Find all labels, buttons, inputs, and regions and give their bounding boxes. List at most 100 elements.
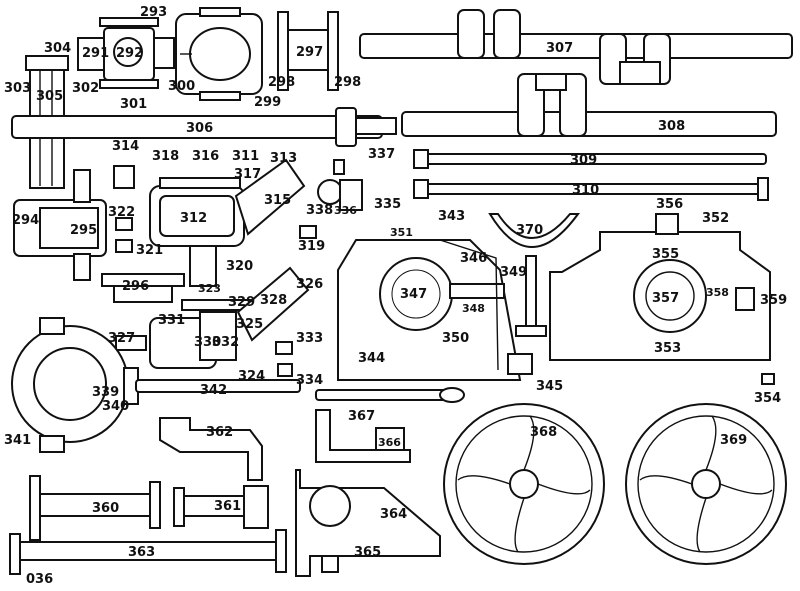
- part-330-332-valve: [115, 266, 310, 369]
- label-328: 328: [260, 293, 287, 308]
- label-298b: 298: [334, 75, 361, 90]
- label-326: 326: [296, 277, 323, 292]
- part-368-wheel: [443, 403, 605, 565]
- label-296: 296: [122, 279, 149, 294]
- part-342-rod: [135, 379, 301, 393]
- part-321-322-nuts: [115, 217, 133, 253]
- label-337: 337: [368, 147, 395, 162]
- label-343: 343: [438, 209, 465, 224]
- label-325: 325: [236, 317, 263, 332]
- part-333-334-nuts: [275, 341, 293, 377]
- part-363-pipe: [9, 529, 287, 575]
- label-353: 353: [654, 341, 681, 356]
- label-310: 310: [572, 183, 599, 198]
- label-293: 293: [140, 5, 167, 20]
- label-308: 308: [658, 119, 685, 134]
- part-335-338-valve: [317, 159, 363, 211]
- label-323: 323: [198, 282, 221, 295]
- label-365: 365: [354, 545, 381, 560]
- label-330: 330: [194, 335, 221, 350]
- label-332: 332: [212, 335, 239, 350]
- label-355: 355: [652, 247, 679, 262]
- label-318: 318: [152, 149, 179, 164]
- label-335: 335: [374, 197, 401, 212]
- label-301: 301: [120, 97, 147, 112]
- part-361-pipe: [173, 485, 269, 529]
- label-363: 363: [128, 545, 155, 560]
- part-307-crankshaft: [359, 9, 793, 85]
- part-309-rod: [413, 149, 767, 169]
- part-labels: 291 292 293 294 295 296 297 298 298 299 …: [4, 5, 787, 560]
- label-369: 369: [720, 433, 747, 448]
- part-339-eccentric: [11, 317, 139, 453]
- label-331: 331: [158, 313, 185, 328]
- part-294-295-yoke: [13, 169, 107, 281]
- label-345: 345: [536, 379, 563, 394]
- label-339: 339: [92, 385, 119, 400]
- label-314: 314: [112, 139, 139, 154]
- label-364: 364: [380, 507, 407, 522]
- label-361: 361: [214, 499, 241, 514]
- label-347: 347: [400, 287, 427, 302]
- part-297-298-spool: [277, 11, 339, 91]
- part-306-shaft: [11, 107, 397, 147]
- label-302: 302: [72, 81, 99, 96]
- label-342: 342: [200, 383, 227, 398]
- label-315: 315: [264, 193, 291, 208]
- label-297: 297: [296, 45, 323, 60]
- label-341: 341: [4, 433, 31, 448]
- part-299-300-housing: [175, 7, 263, 101]
- label-350: 350: [442, 331, 469, 346]
- label-336: 336: [334, 204, 357, 217]
- label-351: 351: [390, 226, 413, 239]
- label-352: 352: [702, 211, 729, 226]
- page-number: 036: [26, 572, 54, 587]
- part-319-nut: [299, 225, 317, 239]
- part-369-wheel: [625, 403, 787, 565]
- label-367: 367: [348, 409, 375, 424]
- label-346: 346: [460, 251, 487, 266]
- label-360: 360: [92, 501, 119, 516]
- label-366: 366: [378, 436, 401, 449]
- part-312-valve-body: [149, 158, 306, 287]
- part-370-support: [488, 213, 580, 337]
- label-295: 295: [70, 223, 97, 238]
- label-320: 320: [226, 259, 253, 274]
- label-338: 338: [306, 203, 333, 218]
- label-294: 294: [12, 213, 39, 228]
- label-312: 312: [180, 211, 207, 226]
- label-354: 354: [754, 391, 781, 406]
- part-362-pipe: [159, 417, 263, 481]
- label-316: 316: [192, 149, 219, 164]
- label-329: 329: [228, 295, 255, 310]
- label-344: 344: [358, 351, 385, 366]
- part-367-bracket: [315, 409, 411, 463]
- part-345-foot: [507, 353, 533, 375]
- label-309: 309: [570, 153, 597, 168]
- label-356: 356: [656, 197, 683, 212]
- label-291: 291: [82, 46, 109, 61]
- label-317: 317: [234, 167, 261, 182]
- label-358: 358: [706, 286, 729, 299]
- part-353-pillow-block: [549, 213, 775, 385]
- label-357: 357: [652, 291, 679, 306]
- label-307: 307: [546, 41, 573, 56]
- label-322: 322: [108, 205, 135, 220]
- label-319: 319: [298, 239, 325, 254]
- label-327: 327: [108, 331, 135, 346]
- label-303: 303: [4, 81, 31, 96]
- label-299: 299: [254, 95, 281, 110]
- part-364-bracket: [295, 469, 441, 577]
- label-349: 349: [500, 265, 527, 280]
- part-296-bracket: [101, 273, 185, 303]
- label-334: 334: [296, 373, 323, 388]
- label-313: 313: [270, 151, 297, 166]
- label-292: 292: [116, 46, 143, 61]
- label-324: 324: [238, 369, 265, 384]
- part-324-rod: [315, 387, 465, 403]
- part-314-fitting: [113, 165, 135, 189]
- label-300: 300: [168, 79, 195, 94]
- label-370: 370: [516, 223, 543, 238]
- label-340: 340: [102, 399, 129, 414]
